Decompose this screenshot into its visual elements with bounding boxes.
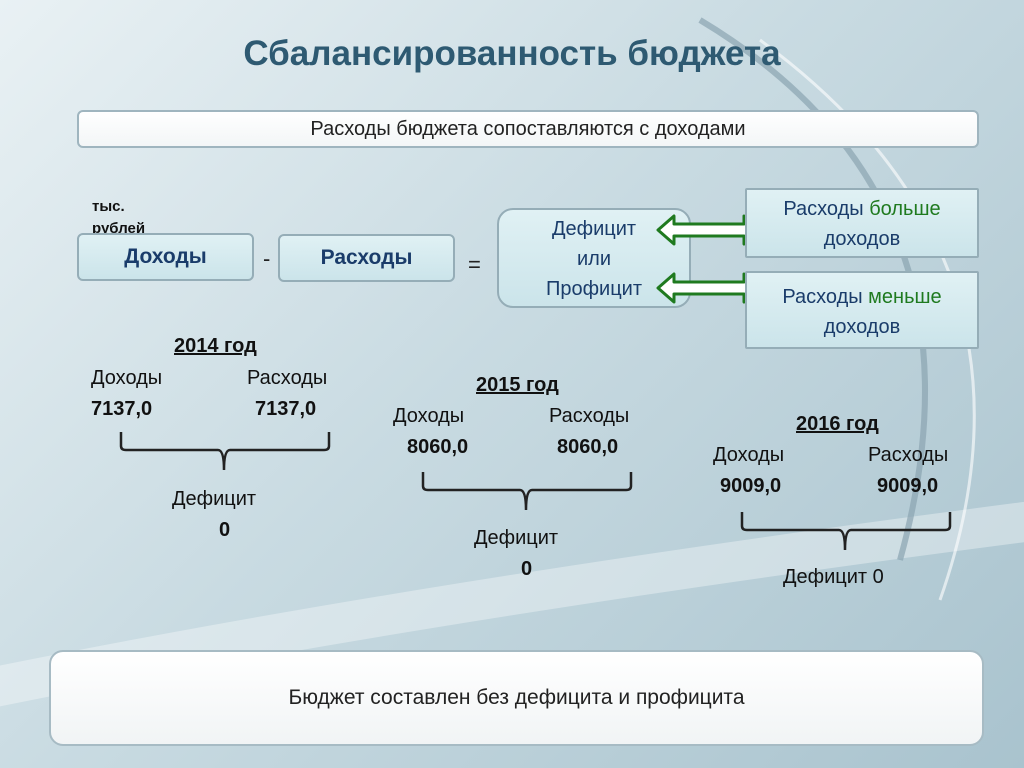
comparison-banner: Расходы бюджета сопоставляются с доходам… bbox=[77, 110, 979, 148]
year-2015-heading: 2015 год bbox=[476, 374, 559, 396]
expenses-more-box: Расходы больше доходов bbox=[745, 188, 979, 258]
year-2014-income-label: Доходы bbox=[91, 367, 163, 389]
year-2015-income-label: Доходы bbox=[393, 405, 465, 427]
year-2015-expenses-value: 8060,0 bbox=[557, 436, 619, 458]
expenses-box: Расходы bbox=[278, 234, 455, 282]
year-2014-expenses-value: 7137,0 bbox=[255, 398, 317, 420]
less-prefix: Расходы bbox=[782, 286, 869, 308]
less-suffix: доходов bbox=[823, 316, 901, 338]
year-2016-expenses-value: 9009,0 bbox=[877, 475, 939, 497]
year-2014-deficit-label: Дефицит bbox=[172, 488, 257, 510]
page-title: Сбалансированность бюджета bbox=[243, 34, 781, 73]
year-2016-income-value: 9009,0 bbox=[720, 475, 782, 497]
expenses-less-box: Расходы меньше доходов bbox=[745, 271, 979, 349]
equals-sign: = bbox=[468, 252, 481, 277]
deficit-or-surplus-box: Дефицит или Профицит bbox=[497, 208, 691, 308]
conclusion-footer: Бюджет составлен без дефицита и профицит… bbox=[49, 650, 984, 746]
year-2015-brace-icon bbox=[421, 472, 633, 511]
year-2014-brace-icon bbox=[119, 432, 331, 471]
or-label: или bbox=[576, 248, 611, 270]
year-2016-income-label: Доходы bbox=[713, 444, 785, 466]
year-2014-expenses-label: Расходы bbox=[247, 367, 328, 389]
year-2016-brace-icon bbox=[740, 512, 952, 551]
year-2016-heading: 2016 год bbox=[796, 413, 879, 435]
income-box: Доходы bbox=[77, 233, 254, 281]
surplus-label: Профицит bbox=[545, 278, 643, 300]
unit-line-2: рублей bbox=[92, 220, 146, 237]
year-2015-income-value: 8060,0 bbox=[407, 436, 469, 458]
year-2015-expenses-label: Расходы bbox=[549, 405, 630, 427]
unit-line-1: тыс. bbox=[92, 198, 125, 215]
more-suffix: доходов bbox=[823, 228, 901, 250]
deficit-label: Дефицит bbox=[551, 218, 637, 240]
year-2015-deficit-label: Дефицит bbox=[474, 527, 559, 549]
year-2014-heading: 2014 год bbox=[174, 335, 257, 357]
year-2014-income-value: 7137,0 bbox=[91, 398, 153, 420]
more-prefix: Расходы bbox=[783, 198, 870, 220]
year-2016-expenses-label: Расходы bbox=[868, 444, 949, 466]
year-2014-deficit-value: 0 bbox=[219, 519, 231, 541]
year-2015-deficit-value: 0 bbox=[521, 558, 533, 580]
minus-sign: - bbox=[263, 246, 271, 271]
less-word: меньше bbox=[868, 286, 942, 308]
more-word: больше bbox=[869, 198, 941, 220]
unit-label: тыс. рублей bbox=[92, 196, 145, 240]
year-2016-deficit-label: Дефицит 0 bbox=[783, 566, 884, 588]
